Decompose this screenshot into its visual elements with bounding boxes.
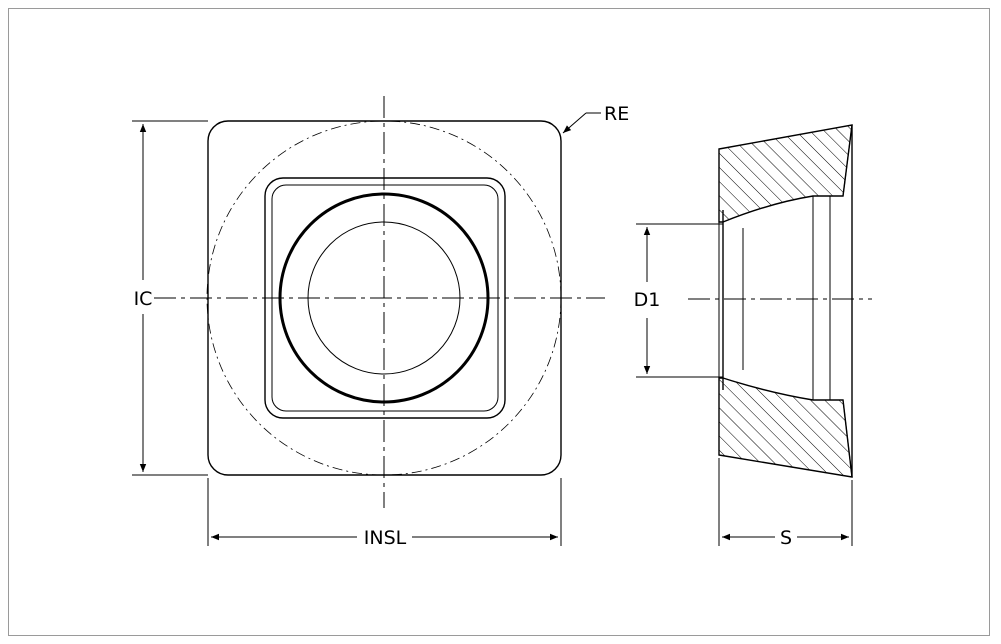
drawing-frame xyxy=(8,8,990,636)
lower-section-hatch xyxy=(718,377,853,478)
ic-dimension: IC xyxy=(132,120,208,476)
insl-dimension: INSL xyxy=(207,478,562,549)
section-view xyxy=(688,124,872,478)
re-leader: RE xyxy=(562,103,629,134)
d1-label: D1 xyxy=(634,289,661,311)
ic-label: IC xyxy=(134,288,153,310)
insl-label: INSL xyxy=(364,527,407,549)
front-view xyxy=(154,96,605,508)
upper-section-hatch xyxy=(718,124,853,223)
s-dimension: S xyxy=(718,458,853,549)
re-label: RE xyxy=(604,103,629,125)
d1-dimension: D1 xyxy=(634,223,723,378)
s-label: S xyxy=(780,527,792,549)
